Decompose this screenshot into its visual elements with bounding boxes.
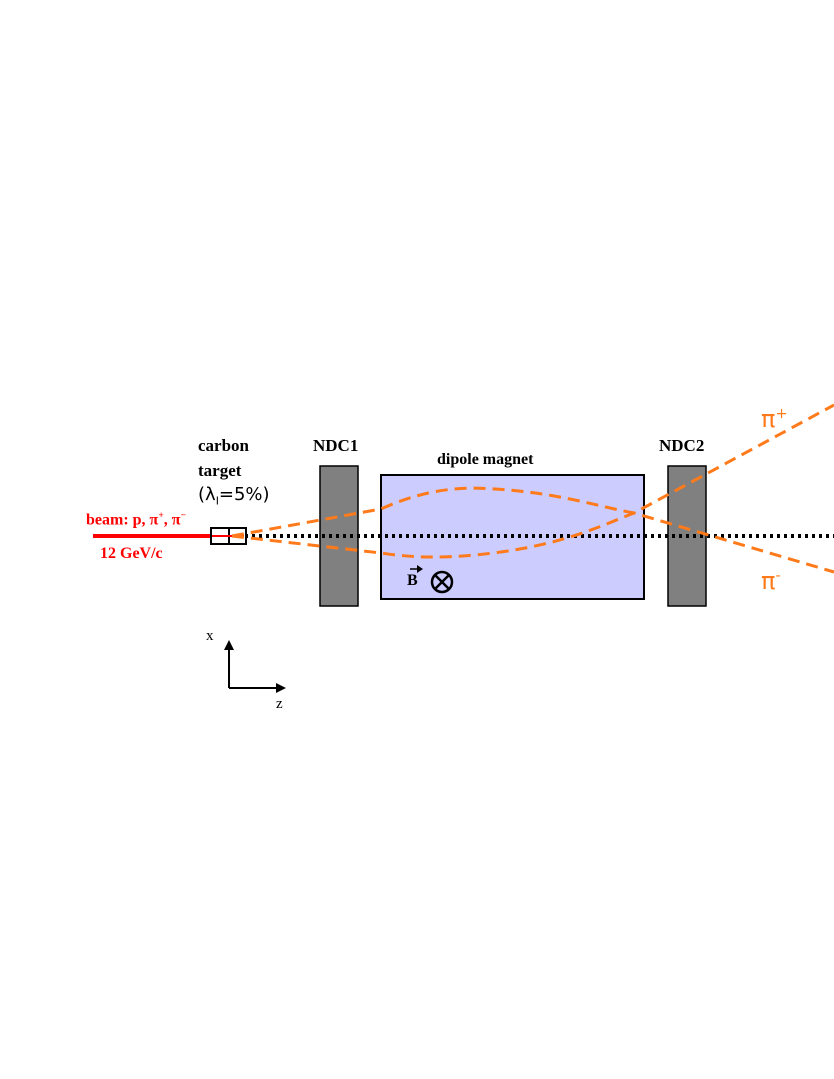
beam-label: beam: p, π+, π− <box>86 510 187 529</box>
interaction-length-label: (λI=5%) <box>198 484 270 508</box>
b-field-label: B <box>407 572 418 589</box>
dipole-magnet-label: dipole magnet <box>437 451 534 468</box>
z-axis-label: z <box>276 696 283 712</box>
target-label-line2: target <box>198 461 242 480</box>
pi-plus-label: π+ <box>761 405 788 433</box>
pi-plus-track <box>231 403 834 538</box>
pi-minus-label: π- <box>761 567 781 595</box>
ndc2-label: NDC2 <box>659 436 705 455</box>
ndc1-label: NDC1 <box>313 436 359 455</box>
target-label-line1: carbon <box>198 436 249 455</box>
pi-minus-track <box>231 511 834 574</box>
beam-momentum-label: 12 GeV/c <box>100 545 163 562</box>
x-axis-label: x <box>206 628 214 644</box>
field-into-page-icon <box>430 570 454 594</box>
